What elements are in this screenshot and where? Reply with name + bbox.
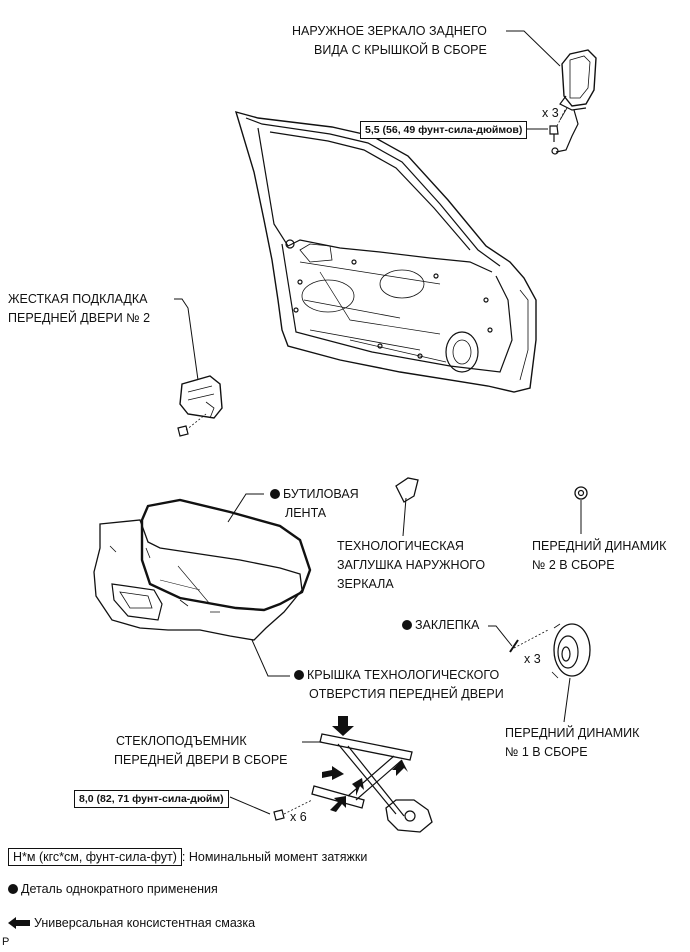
label-speaker-1: ПЕРЕДНИЙ ДИНАМИК № 1 В СБОРЕ [505, 726, 640, 759]
torque-box-regulator: 8,0 (82, 71 фунт-сила-дюйм) [74, 790, 229, 808]
torque-box-mirror: 5,5 (56, 49 фунт-сила-дюймов) [360, 121, 528, 139]
label-rivet: ЗАКЛЕПКА [402, 616, 479, 635]
label-butyl-tape: БУТИЛОВАЯ ЛЕНТА [270, 485, 359, 523]
legend-torque: Н*м (кгс*см, фунт-сила-фут): Номинальный… [8, 848, 367, 866]
count-regulator-bolts: x 6 [290, 810, 307, 824]
single-use-dot-icon [294, 670, 304, 680]
legend-torque-box: Н*м (кгс*см, фунт-сила-фут) [8, 848, 182, 866]
mirror-plug-drawing [395, 477, 419, 503]
label-speaker-2: ПЕРЕДНИЙ ДИНАМИК № 2 В СБОРЕ [532, 539, 667, 572]
legend-torque-desc: : Номинальный момент затяжки [181, 850, 368, 864]
label-hard-pad: ЖЕСТКАЯ ПОДКЛАДКА ПЕРЕДНЕЙ ДВЕРИ № 2 [8, 292, 151, 325]
single-use-dot-icon [8, 884, 18, 894]
single-use-dot-icon [270, 489, 280, 499]
speaker-1-drawing [551, 623, 591, 679]
label-hole-cover: КРЫШКА ТЕХНОЛОГИЧЕСКОГО ОТВЕРСТИЯ ПЕРЕДН… [294, 666, 504, 704]
legend-grease: Универсальная консистентная смазка [8, 916, 255, 930]
legend-single-use: Деталь однократного применения [8, 882, 218, 896]
grease-arrows [322, 716, 408, 812]
count-mirror-bolts: x 3 [542, 106, 559, 120]
grease-arrow-icon [8, 917, 30, 929]
speaker-2-drawing [574, 486, 588, 500]
door-panel-drawing [234, 110, 537, 393]
single-use-dot-icon [402, 620, 412, 630]
hole-cover-drawing [93, 519, 303, 641]
butyl-tape-drawing [140, 498, 312, 612]
label-window-regulator: СТЕКЛОПОДЪЕМНИК ПЕРЕДНЕЙ ДВЕРИ В СБОРЕ [114, 734, 288, 767]
label-outer-mirror: НАРУЖНОЕ ЗЕРКАЛО ЗАДНЕГО ВИДА С КРЫШКОЙ … [292, 24, 487, 57]
count-rivets: x 3 [524, 652, 541, 666]
rivet-drawing [509, 629, 549, 653]
label-mirror-plug: ТЕХНОЛОГИЧЕСКАЯ ЗАГЛУШКА НАРУЖНОГО ЗЕРКА… [337, 539, 486, 591]
mirror-bolt-drawing [549, 107, 567, 142]
outer-mirror-drawing [551, 49, 597, 155]
hard-pad-drawing [177, 375, 223, 437]
corner-mark: P [2, 936, 10, 948]
window-regulator-drawing [273, 733, 433, 833]
leader-lines [174, 30, 582, 815]
